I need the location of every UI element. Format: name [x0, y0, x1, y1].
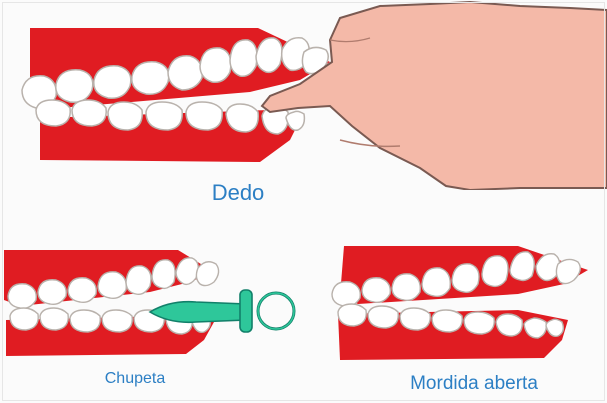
pacifier-illustration — [0, 240, 310, 370]
open-bite-panel — [318, 240, 607, 370]
pacifier-panel — [0, 240, 310, 370]
pacifier-label: Chupeta — [80, 370, 190, 388]
finger-label: Dedo — [196, 180, 280, 206]
teeth-illustration — [318, 240, 607, 370]
hand-shape — [262, 2, 607, 190]
pacifier-nipple — [150, 302, 246, 323]
open-bite-label: Mordida aberta — [365, 373, 583, 395]
finger-illustration — [0, 0, 607, 190]
pacifier-shield — [240, 290, 252, 332]
finger-panel — [0, 0, 607, 190]
